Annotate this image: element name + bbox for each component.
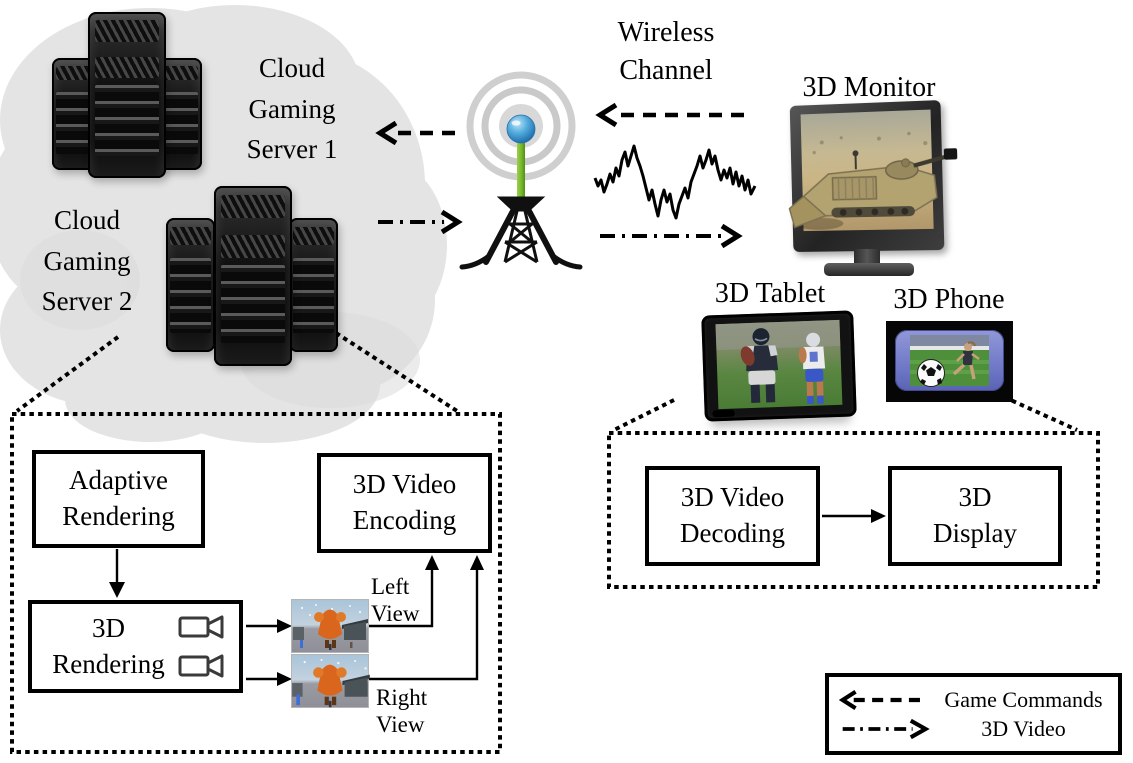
radio-tower-icon (459, 114, 583, 270)
game-commands-arrow-channel (595, 102, 744, 128)
signal-rings-icon (466, 71, 576, 181)
video-arrow-to-devices (600, 223, 743, 249)
football-player-white (798, 332, 826, 405)
antenna-mast (517, 141, 525, 207)
left-view-label: Left View (371, 574, 420, 627)
legend-video-label: 3D Video (981, 715, 1066, 741)
adaptive-rendering-box: Adaptive Rendering (32, 450, 205, 548)
3d-phone-image (886, 321, 1013, 402)
encoding-label: 3D Video Encoding (352, 469, 457, 535)
legend-game-commands-label: Game Commands (944, 686, 1103, 712)
antenna-ball (506, 114, 536, 144)
phone-label: 3D Phone (893, 284, 1005, 315)
server-tower-icon (214, 186, 292, 366)
display-label: 3D Display (933, 482, 1017, 548)
cloud-server2-label: Cloud Gaming Server 2 (41, 205, 133, 316)
tablet-label: 3D Tablet (714, 278, 826, 309)
football-player-dark (740, 328, 779, 403)
wireless-channel-label: Wireless Channel (617, 17, 715, 86)
football-game-image (715, 319, 841, 405)
cloud-server1-label: Cloud Gaming Server 1 (246, 53, 338, 164)
decoding-to-display-arrow (822, 509, 886, 523)
dashed-arrow-left-icon (839, 689, 928, 710)
fading-signal-waveform (593, 144, 757, 220)
right-view-image (292, 655, 370, 708)
legend-video-row: 3D Video (839, 716, 1108, 742)
decoding-label: 3D Video Decoding (680, 482, 785, 548)
right-view-label: Right View (376, 685, 428, 738)
tablet-screen (715, 319, 843, 410)
monitor-frame (790, 100, 945, 252)
3d-monitor-image (788, 100, 948, 279)
server-cluster-1 (52, 12, 202, 178)
adaptive-to-rendering-arrow (109, 549, 125, 598)
phone-screen (910, 335, 989, 387)
soccer-ball-icon (917, 359, 945, 387)
legend-box: Game Commands 3D Video (825, 673, 1122, 755)
server-tower-icon (88, 12, 166, 178)
zoom-connector-right-b (1003, 395, 1078, 432)
video-camera-icon (178, 654, 223, 678)
monitor-base (824, 263, 914, 276)
monitor-label: 3D Monitor (802, 72, 936, 103)
server-cluster-2 (166, 186, 338, 366)
adaptive-rendering-label: Adaptive Rendering (62, 465, 175, 531)
legend-game-commands-row: Game Commands (839, 687, 1108, 713)
soccer-player (952, 341, 980, 380)
tank-game-image (784, 131, 959, 258)
stereo-cameras (173, 613, 231, 680)
rendering-to-leftview-arrow (246, 619, 292, 633)
soccer-game-image (910, 335, 989, 387)
display-box: 3D Display (888, 466, 1062, 566)
video-camera-icon (178, 615, 223, 639)
dashdot-arrow-right-icon (842, 718, 930, 739)
tablet-foot (712, 409, 735, 418)
server-tower-icon (289, 218, 338, 352)
rendering-label: 3D Rendering (52, 612, 165, 679)
left-view-image (292, 600, 368, 652)
server-tower-icon (166, 218, 215, 352)
decoding-box: 3D Video Decoding (645, 466, 820, 566)
rendering-to-rightview-arrow (246, 672, 292, 686)
rendering-box: 3D Rendering (28, 600, 243, 693)
monitor-stand (854, 249, 880, 265)
phone-body (895, 330, 1004, 391)
game-scene-thumbnail (292, 658, 370, 708)
encoding-box: 3D Video Encoding (317, 453, 492, 553)
zoom-connector-right-a (613, 398, 675, 432)
3d-tablet-image (701, 310, 857, 422)
game-scene-thumbnail (293, 604, 368, 650)
